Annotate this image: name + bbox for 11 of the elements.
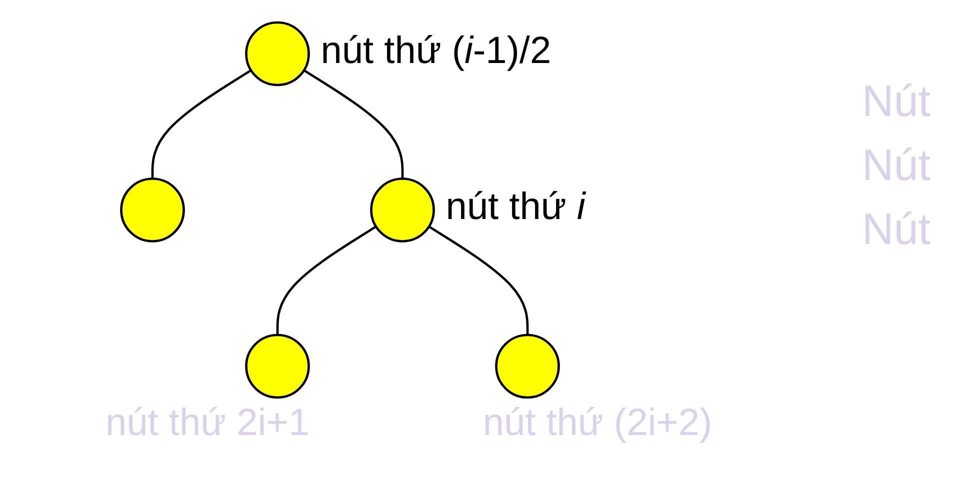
node-caption: nút thứ i [446,186,586,229]
tree-node-circle [245,334,310,399]
tree-node-circle [120,178,185,242]
node-caption: nút thứ (i-1)/2 [320,30,552,73]
tree-node-circle [495,334,560,399]
tree-edge-line [303,69,404,179]
tree-edge-line [276,226,377,335]
tree-edge-line [428,226,529,335]
tree-edge-line [151,69,252,179]
tree-node-circle [245,21,310,86]
tree-node-circle [370,178,435,242]
